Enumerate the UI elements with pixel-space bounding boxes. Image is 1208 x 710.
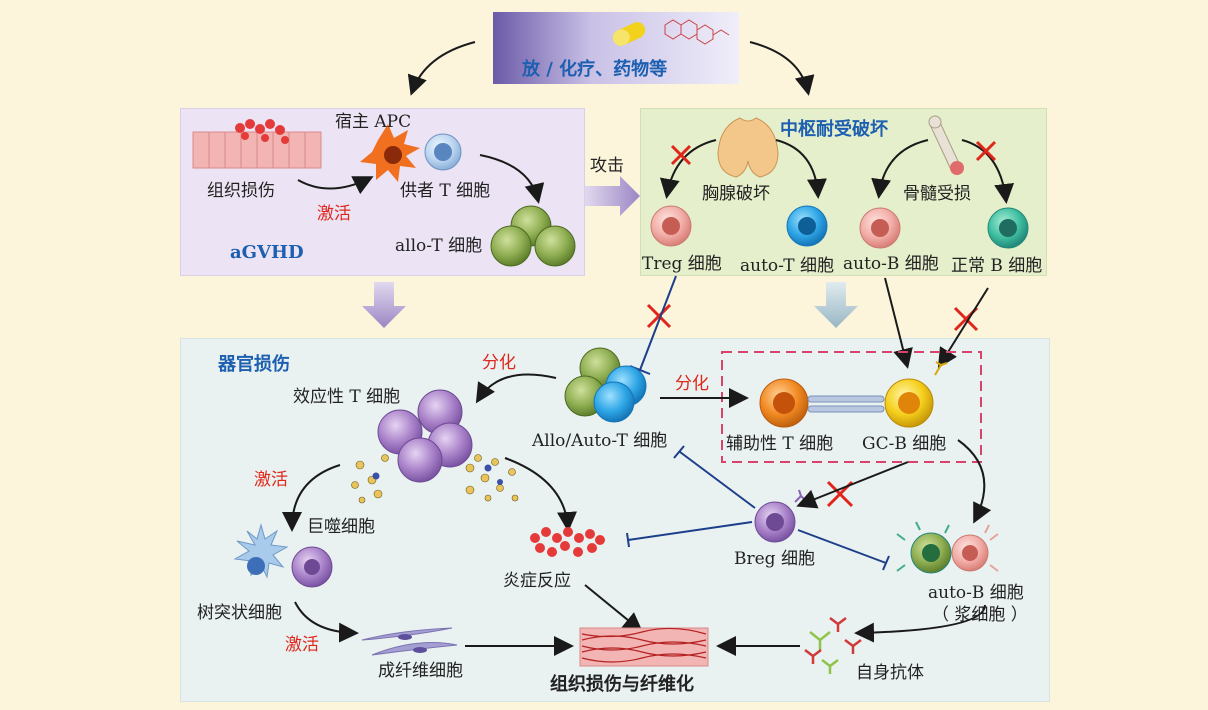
thymus-icon [717,117,779,178]
activate-label-agvhd: 激活 [317,204,351,224]
receptor-link [807,395,885,413]
allo-auto-t-label: Allo/Auto-T 细胞 [532,431,668,451]
dendritic-label: 树突状细胞 [197,603,282,623]
auto-b-plasma-label: auto-B 细胞 [928,583,1024,603]
autoantibody-icon [804,617,862,674]
organ-damage-title: 器官损伤 [218,354,290,375]
donor-t-label: 供者 T 细胞 [400,181,491,201]
effector-t-cluster [377,389,473,483]
fibroblast-label: 成纤维细胞 [378,661,463,681]
cytokine-dots [351,454,519,504]
arrow-top-to-agvhd [407,41,476,96]
breg-label: Breg 细胞 [734,549,815,569]
helper-t-label: 辅助性 T 细胞 [726,434,834,454]
normal-b-label: 正常 B 细胞 [951,256,1043,276]
treg-label: Treg 细胞 [642,254,722,274]
treatment-label: 放 / 化疗、药物等 [522,59,668,80]
activate-label-organ-2: 激活 [285,635,319,655]
activate-label-organ-1: 激活 [254,470,288,490]
differentiate-label-right: 分化 [675,374,709,394]
molecule-icon [664,19,730,45]
fibroblast-icon [361,627,458,656]
host-apc-label: 宿主 APC [335,112,412,132]
gc-b-label: GC-B 细胞 [862,434,947,454]
central-tolerance-title: 中枢耐受破坏 [780,119,888,140]
top-radiation-box [493,12,739,84]
auto-b-label: auto-B 细胞 [843,254,939,274]
down-arrow-right [814,282,858,328]
dendritic-cell-icon [233,523,289,579]
agvhd-title: aGVHD [230,242,304,263]
apc-cell [360,124,420,182]
bone-marrow-label: 骨髓受损 [903,184,971,204]
tissue-fibrosis-block [579,627,709,667]
central-tolerance-panel [640,108,1047,276]
allo-auto-t-cluster [564,347,647,423]
allo-t-cell-cluster [490,205,576,267]
tissue-damage-label: 组织损伤 [207,181,275,201]
arrow-tissue-to-apc [297,176,374,195]
bone-icon [928,115,964,175]
differentiate-label-left: 分化 [482,353,516,373]
arrow-donor-to-allo [479,154,545,204]
treg-inhibit [639,275,677,371]
tissue-fibrosis-label: 组织损伤与纤维化 [550,674,694,695]
attack-arrow [585,176,640,216]
inflammation-cluster [530,527,605,557]
helper-gc-dashed-box [721,351,982,463]
plasma-cells [896,521,999,574]
arrow-top-to-central [749,41,815,96]
inflammation-label: 炎症反应 [503,571,571,591]
attack-label: 攻击 [590,156,624,176]
autoantibody-label: 自身抗体 [856,663,924,683]
plasma-note-label: （ 浆细胞 ） [932,605,1028,625]
auto-t-label: auto-T 细胞 [740,256,835,276]
tissue-block [192,119,322,169]
effector-t-label: 效应性 T 细胞 [293,387,401,407]
thymus-label: 胸腺破坏 [702,184,770,204]
macrophage-label: 巨噬细胞 [307,517,375,537]
pill-icon [612,22,646,46]
allo-t-label: allo-T 细胞 [395,236,483,256]
down-arrow-left [362,282,406,328]
